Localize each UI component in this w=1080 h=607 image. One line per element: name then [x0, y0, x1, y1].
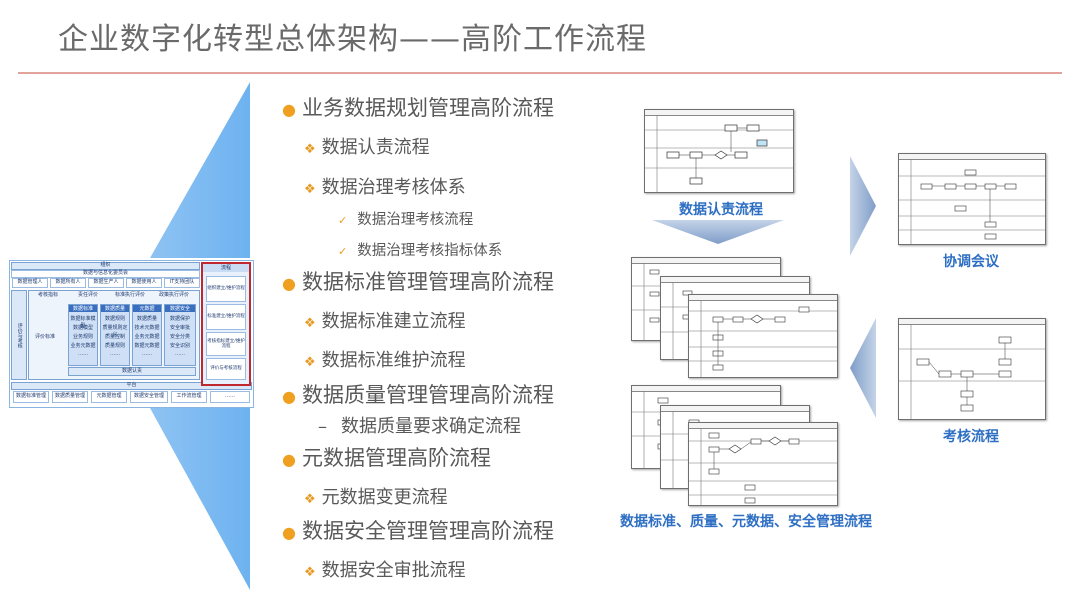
outline-level2-item: ❖数据标准维护流程 [304, 350, 466, 371]
platform-item: 数据安全管理 [130, 391, 168, 403]
outline-level2-item: ❖数据标准建立流程 [304, 311, 466, 332]
role-box: 数据所有人 [50, 278, 86, 288]
eval-item: 政策执行评价 [158, 292, 189, 299]
process-item: 考核指标建立/维护流程 [206, 332, 246, 356]
column-item: …… [142, 351, 152, 357]
column-item: 质量规则 [104, 343, 125, 349]
outline-level1-item: ●数据安全管理管理高阶流程 [282, 519, 554, 543]
coordination-flow-thumbnail [898, 153, 1046, 245]
assessment-flow-thumbnail [898, 318, 1046, 420]
role-box: 数据生产人 [88, 278, 124, 288]
column-item: 安全审批 [169, 325, 190, 331]
platform-item: 工作流管理 [171, 391, 207, 403]
right-arrow-icon [850, 156, 876, 256]
caption-accountability: 数据认责流程 [679, 202, 763, 218]
outline-level2-item: ❖数据认责流程 [304, 137, 430, 158]
column-item: …… [110, 351, 120, 357]
process-column-highlight: 流程 组织建立/维护流程 标准建立/维护流程 考核指标建立/维护流程 评价与考核… [201, 262, 251, 386]
outline-level2-item: ❖元数据变更流程 [304, 487, 448, 508]
platform-label: 平台 [11, 382, 252, 390]
committee-label: 数据与信息化委员会 [11, 270, 200, 278]
platform-item: 数据质量管理 [52, 391, 88, 403]
column-item: 数据标准模型 [70, 316, 96, 329]
eval-item: 责任评价 [77, 292, 98, 299]
slide-title: 企业数字化转型总体架构——高阶工作流程 [58, 22, 647, 57]
role-box: 数据管理人 [12, 278, 48, 288]
quality-flow-thumbnail-front [688, 422, 838, 506]
column-header: 数据质量 [101, 305, 129, 312]
column-item: 质量规则定义 [102, 325, 128, 338]
role-box: 数据使用人 [126, 278, 162, 288]
column-item: …… [78, 351, 88, 357]
column-item: 安全分类 [169, 334, 190, 340]
process-item: 组织建立/维护流程 [206, 276, 246, 302]
outline-dash-item: –数据质量要求确定流程 [318, 416, 521, 437]
column-header: 数据安全 [165, 305, 195, 312]
role-box: IT支持团队 [164, 278, 200, 288]
platform-item: …… [210, 391, 250, 403]
outline-level1-item: ●数据标准管理管理高阶流程 [282, 270, 554, 294]
process-item: 评价与考核流程 [206, 358, 246, 380]
column-item: 业务规则 [72, 334, 93, 340]
caption-assessment: 考核流程 [943, 429, 999, 445]
platform-item: 元数据管理 [91, 391, 127, 403]
caption-coordination: 协调会议 [943, 254, 999, 270]
outline-level1-item: ●元数据管理高阶流程 [282, 446, 491, 470]
outline-level1-item: ●数据质量管理管理高阶流程 [282, 383, 554, 407]
process-header: 流程 [203, 264, 249, 272]
outline-level1-item: ●业务数据规划管理高阶流程 [282, 96, 554, 120]
eval-side-label: 评价与考核 [11, 290, 27, 380]
column-header: 元数据 [133, 305, 161, 312]
left-arrow-icon [850, 318, 876, 418]
column-item: …… [175, 351, 185, 357]
outline-level3-item: ✓数据治理考核指标体系 [338, 243, 503, 259]
column-item: 业务元数据 [70, 343, 96, 349]
column-item: 数据质量 [136, 316, 157, 322]
column-item: 质量控制 [104, 334, 125, 340]
column-item: 业务元数据 [134, 334, 160, 340]
column-header: 数据标准 [69, 305, 97, 312]
down-arrow-icon [652, 220, 784, 244]
column-item: 安全识别 [169, 343, 190, 349]
title-divider [18, 72, 1062, 74]
outline-level2-item: ❖数据安全审批流程 [304, 560, 466, 581]
eval-standard-label: 评价标准 [34, 334, 55, 341]
column-item: 数据保护 [169, 316, 190, 322]
column-item: 数据元数据 [134, 343, 160, 349]
platform-item: 数据标准管理 [13, 391, 49, 403]
accountability-flow-thumbnail [644, 109, 794, 193]
eval-item: 考核指标 [37, 292, 58, 299]
org-label: 组织 [11, 262, 200, 270]
outline-level3-item: ✓数据治理考核流程 [338, 212, 474, 228]
column-item: 数据模型 [72, 325, 93, 331]
column-item: 技术元数据 [134, 325, 160, 331]
projection-beam [150, 82, 250, 590]
standard-flow-thumbnail-front [688, 294, 838, 378]
eval-item: 标准执行评价 [114, 292, 145, 299]
accountability-bar: 数据认责 [68, 367, 196, 376]
caption-management: 数据标准、质量、元数据、安全管理流程 [620, 514, 872, 530]
column-item: 数据规则 [104, 316, 125, 322]
outline-level2-item: ❖数据治理考核体系 [304, 177, 466, 198]
process-item: 标准建立/维护流程 [206, 304, 246, 330]
